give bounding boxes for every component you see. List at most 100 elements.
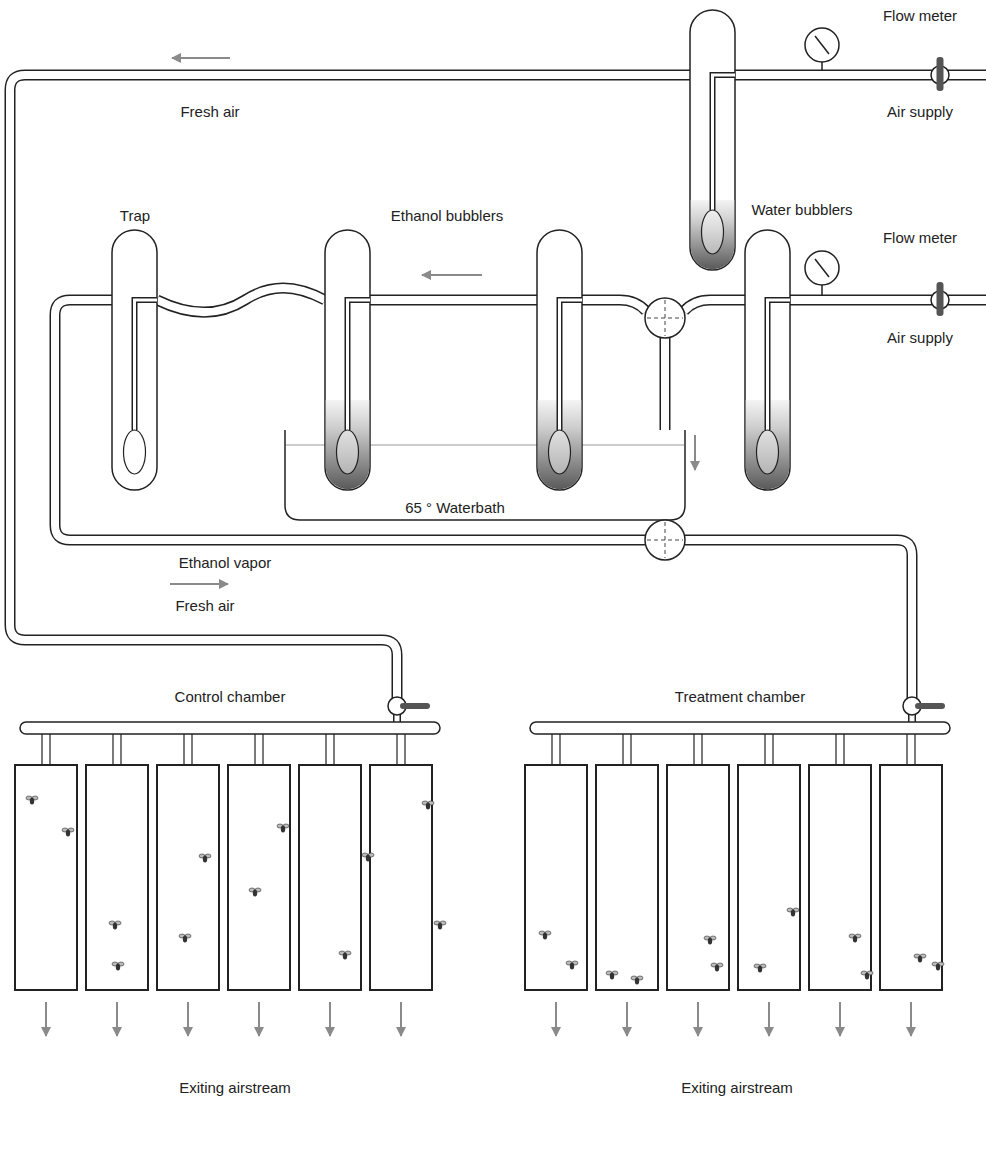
ethanol-bubblers-label: Ethanol bubblers (391, 207, 504, 225)
fly-tube (86, 765, 148, 990)
manifold-stem (42, 733, 50, 765)
fly-body (281, 826, 285, 833)
fly-body (543, 933, 547, 940)
meter-dial (805, 28, 839, 62)
trap-label: Trap (120, 207, 150, 225)
fly-body (791, 910, 795, 917)
fly-body (203, 856, 207, 863)
label-text: Fresh air (180, 103, 239, 120)
exiting-airstream-label: Exiting airstream (179, 1079, 291, 1097)
fly-tube (596, 765, 658, 990)
label-text: Air supply (887, 103, 953, 120)
tube-wall (370, 295, 537, 306)
fly-tube (525, 765, 587, 990)
tube-bore (685, 540, 912, 700)
bubbler (690, 10, 735, 270)
flow-arrow (422, 274, 482, 276)
fly (112, 962, 124, 971)
manifold-stem (694, 733, 702, 765)
tube-bore (684, 300, 745, 311)
meter-dial (805, 251, 839, 285)
fly-tube (157, 765, 219, 990)
fly-tube (299, 765, 361, 990)
fly-tube (667, 765, 729, 990)
fly-body (610, 973, 614, 980)
fly (631, 976, 643, 985)
fly (362, 853, 374, 862)
fly-body (570, 963, 574, 970)
air-supply-label: Air supply (887, 103, 953, 121)
fly-body (426, 803, 430, 810)
bubbler-bulb (337, 430, 359, 474)
fly (539, 931, 551, 940)
flow-meter-label: Flow meter (883, 229, 957, 247)
manifold-stem (623, 733, 631, 765)
flow-meter (805, 251, 839, 295)
valve-body (645, 520, 685, 560)
tube-wall (790, 295, 986, 306)
fly-tube (228, 765, 290, 990)
bubbler-bulb (757, 430, 779, 474)
valve-body (645, 298, 685, 338)
manifold-stem (765, 733, 773, 765)
fly-body (865, 973, 869, 980)
tube-wall (685, 540, 912, 700)
valve-handle (937, 57, 944, 91)
fly (434, 921, 446, 930)
fly-body (116, 964, 120, 971)
flies (26, 796, 944, 985)
chamber (525, 697, 950, 1036)
node-label: Control chamber (175, 688, 286, 706)
fly (199, 854, 211, 863)
exit-arrow (839, 1002, 841, 1036)
fly (26, 796, 38, 805)
tube-bore (10, 75, 690, 700)
inner-tube-bore (348, 300, 371, 430)
flow-arrow (170, 583, 228, 585)
tube-wall (157, 288, 325, 312)
supply-valve (931, 57, 949, 91)
inner-tube-bore (768, 300, 791, 430)
manifold-stem (907, 733, 915, 765)
bubbler-bulb (124, 430, 146, 474)
fly (339, 951, 351, 960)
flow-arrow (694, 435, 696, 470)
fly-tube (370, 765, 432, 990)
exit-arrow (329, 1002, 331, 1036)
fly-body (183, 936, 187, 943)
fly-body (635, 978, 639, 985)
meter-needle (815, 36, 829, 54)
label-text: Exiting airstream (681, 1079, 793, 1096)
fly (849, 934, 861, 943)
manifold (530, 722, 950, 734)
fly-body (66, 830, 70, 837)
exit-arrow (555, 1002, 557, 1036)
label-text: Air supply (887, 329, 953, 346)
bubbler-bulb (702, 210, 724, 254)
manifold-stem (552, 733, 560, 765)
bubbler (745, 230, 790, 490)
fly-tube (880, 765, 942, 990)
label-text: Ethanol vapor (179, 554, 272, 571)
fly (861, 971, 873, 980)
bubbler-glass (537, 230, 582, 490)
inner-tube-wall (348, 300, 371, 430)
inner-tube-bore (135, 300, 158, 430)
bubbler-liquid (691, 200, 735, 269)
air-supply-label: Air supply (887, 329, 953, 347)
valve-handle (400, 703, 430, 709)
fly (711, 963, 723, 972)
bubbler-bulb (549, 430, 571, 474)
manifold-stem (113, 733, 121, 765)
meter-stem (821, 62, 823, 70)
inner-tube-wall (713, 75, 736, 210)
node-label: 65 ° Waterbath (405, 499, 505, 517)
four-way-valve (645, 520, 685, 560)
exit-arrow (626, 1002, 628, 1036)
fly-body (758, 966, 762, 973)
bubbler (112, 230, 157, 490)
fly-body (715, 965, 719, 972)
exit-arrow (116, 1002, 118, 1036)
exit-arrow (45, 1002, 47, 1036)
